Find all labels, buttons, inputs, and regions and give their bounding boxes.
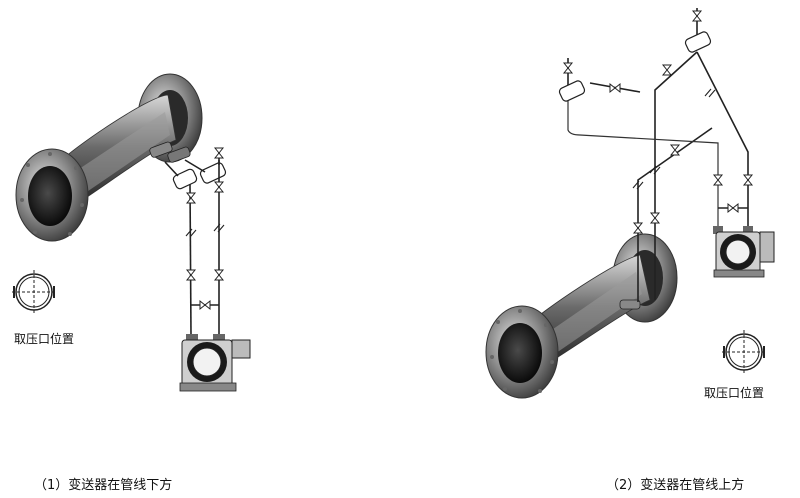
caption-1: （1）变送器在管线下方	[34, 478, 173, 493]
transmitter-2	[713, 226, 775, 278]
diagram-1-transmitter-below	[12, 73, 251, 392]
transmitter-1	[179, 334, 251, 392]
tap-position-symbol-2	[722, 330, 766, 374]
tap-position-label-2: 取压口位置	[704, 386, 765, 400]
caption-2: （2）变送器在管线上方	[606, 478, 745, 493]
flowmeter-1	[15, 73, 203, 242]
tap-position-symbol-1	[12, 270, 56, 314]
tap-position-label-1: 取压口位置	[14, 332, 75, 346]
diagram-2-transmitter-above	[485, 8, 775, 399]
flowmeter-2	[485, 233, 678, 399]
